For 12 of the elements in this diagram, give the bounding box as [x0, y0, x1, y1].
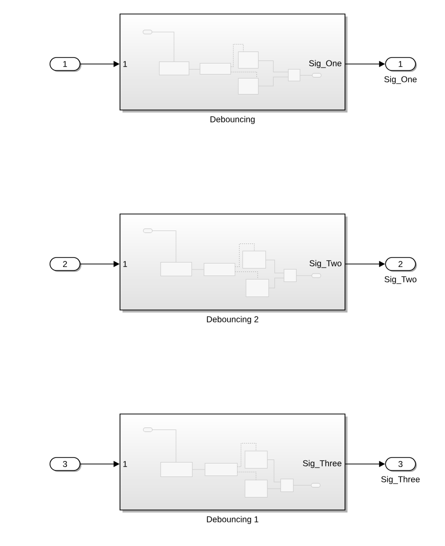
block-name: Debouncing — [210, 116, 255, 124]
outport-oval: 1 — [385, 57, 417, 72]
signal-name: Sig_Two — [384, 276, 416, 284]
outport-oval: 3 — [385, 457, 417, 472]
inport-oval: 3 — [50, 457, 82, 472]
inport-oval: 2 — [50, 257, 82, 272]
inport-oval: 1 — [50, 57, 82, 72]
block-name: Debouncing 1 — [206, 516, 258, 524]
signal-name: Sig_One — [384, 76, 417, 84]
outport-oval: 2 — [385, 257, 417, 272]
signal-name: Sig_Three — [381, 476, 420, 484]
block-name: Debouncing 2 — [206, 316, 258, 324]
